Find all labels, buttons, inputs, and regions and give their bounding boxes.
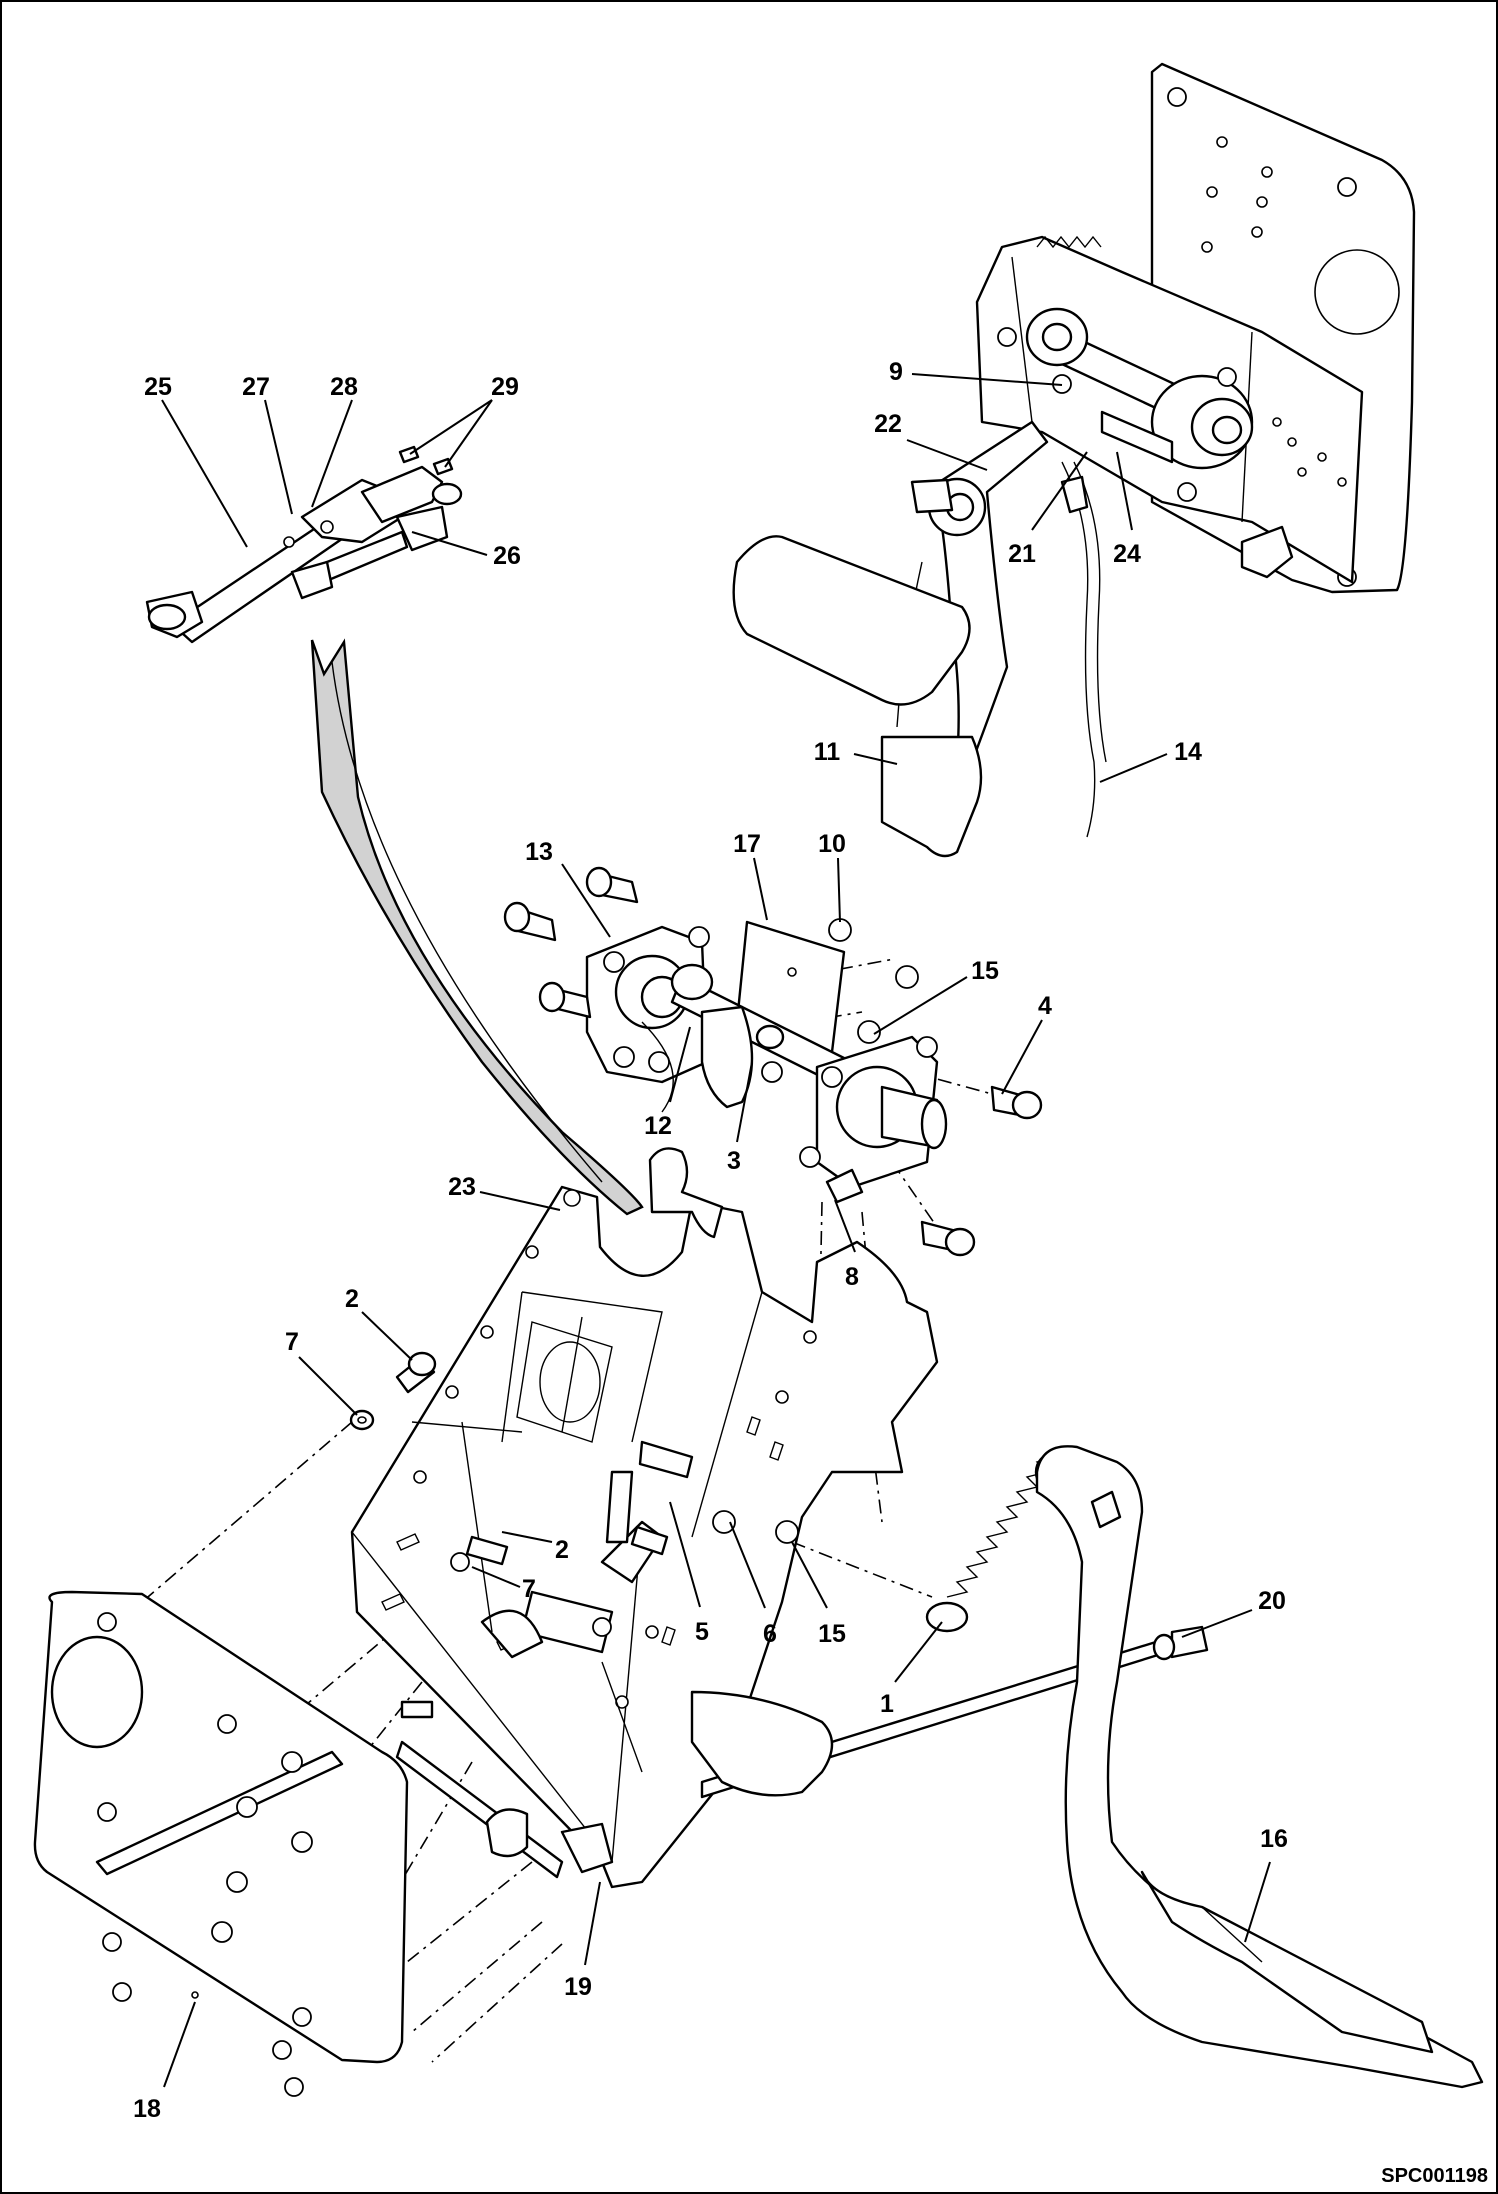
leader-line-c25 xyxy=(161,399,248,548)
callout-c9: 9 xyxy=(889,358,903,386)
middle-shaft-assembly xyxy=(503,866,1043,1257)
leader-line-c24 xyxy=(1116,451,1133,531)
leader-line-c2b xyxy=(501,1531,553,1543)
leader-line-c7a xyxy=(298,1356,358,1416)
leader-line-c29 xyxy=(409,399,493,455)
leader-line-c17 xyxy=(753,857,768,921)
leader-line-c19 xyxy=(584,1881,601,1966)
leader-line-c10 xyxy=(837,857,841,923)
callout-c11: 11 xyxy=(814,738,841,766)
leader-line-c16 xyxy=(1244,1861,1271,1943)
lower-pedal xyxy=(690,1445,1484,2089)
callout-c23: 23 xyxy=(448,1173,476,1201)
callout-c29: 29 xyxy=(491,373,519,401)
leader-line-c13 xyxy=(561,863,611,938)
callout-c7a: 7 xyxy=(285,1328,299,1356)
main-bracket xyxy=(349,1147,939,1889)
callout-c8: 8 xyxy=(845,1263,859,1291)
leader-line-c9 xyxy=(911,373,1063,386)
leader-line-c8 xyxy=(834,1199,856,1253)
callout-c24: 24 xyxy=(1113,540,1141,568)
callout-c2b: 2 xyxy=(555,1536,569,1564)
leader-line-c2a xyxy=(361,1311,413,1361)
leader-line-c15a xyxy=(873,976,968,1035)
leader-line-c21 xyxy=(1031,451,1088,531)
leader-line-c20 xyxy=(1181,1609,1253,1638)
sensor-assembly xyxy=(145,445,463,644)
callout-c4: 4 xyxy=(1038,992,1052,1020)
leader-line-c1 xyxy=(894,1621,943,1683)
wire-harness-ribbon xyxy=(310,638,644,1216)
leader-line-c22 xyxy=(906,439,988,471)
callout-c7b: 7 xyxy=(522,1575,536,1603)
callout-c20: 20 xyxy=(1258,1587,1286,1615)
callout-c25: 25 xyxy=(144,373,172,401)
leader-line-c23 xyxy=(479,1191,561,1211)
leader-line-c26 xyxy=(411,531,488,556)
callout-c16: 16 xyxy=(1260,1825,1288,1853)
leader-line-c29b xyxy=(444,399,493,468)
leader-line-c18 xyxy=(163,2001,196,2088)
leader-line-c28 xyxy=(311,399,353,508)
mounting-plate xyxy=(33,1590,409,2097)
callout-c13: 13 xyxy=(525,838,553,866)
leader-line-c3 xyxy=(736,1061,753,1143)
callout-c2a: 2 xyxy=(345,1285,359,1313)
leader-line-c15b xyxy=(791,1541,828,1609)
callout-c26: 26 xyxy=(493,542,521,570)
callout-c28: 28 xyxy=(330,373,358,401)
callout-c17: 17 xyxy=(733,830,761,858)
leader-line-c6 xyxy=(729,1521,766,1609)
callout-c1: 1 xyxy=(880,1690,894,1718)
leader-line-c14 xyxy=(1099,753,1168,783)
leader-line-c7b xyxy=(471,1566,521,1588)
callout-leaders xyxy=(161,373,1271,2088)
callout-c18: 18 xyxy=(133,2095,161,2123)
leader-line-c11 xyxy=(853,753,898,765)
leader-line-c5 xyxy=(669,1501,701,1608)
callout-c15a: 15 xyxy=(971,957,999,985)
callout-c3: 3 xyxy=(727,1147,741,1175)
callout-c12: 12 xyxy=(644,1112,672,1140)
leader-line-c4 xyxy=(1001,1019,1043,1095)
callout-c14: 14 xyxy=(1174,738,1202,766)
callout-c22: 22 xyxy=(874,410,902,438)
upper-pedal-assembly xyxy=(732,62,1416,858)
leader-line-c27 xyxy=(264,399,293,515)
callout-c15b: 15 xyxy=(818,1620,846,1648)
callout-c21: 21 xyxy=(1008,540,1036,568)
leader-line-c12 xyxy=(669,1026,691,1103)
callout-c19: 19 xyxy=(564,1973,592,2001)
callout-c6: 6 xyxy=(763,1620,777,1648)
callout-c5: 5 xyxy=(695,1618,709,1646)
callout-c10: 10 xyxy=(818,830,846,858)
drawing-code: SPC001198 xyxy=(1381,2165,1488,2187)
callout-c27: 27 xyxy=(242,373,270,401)
